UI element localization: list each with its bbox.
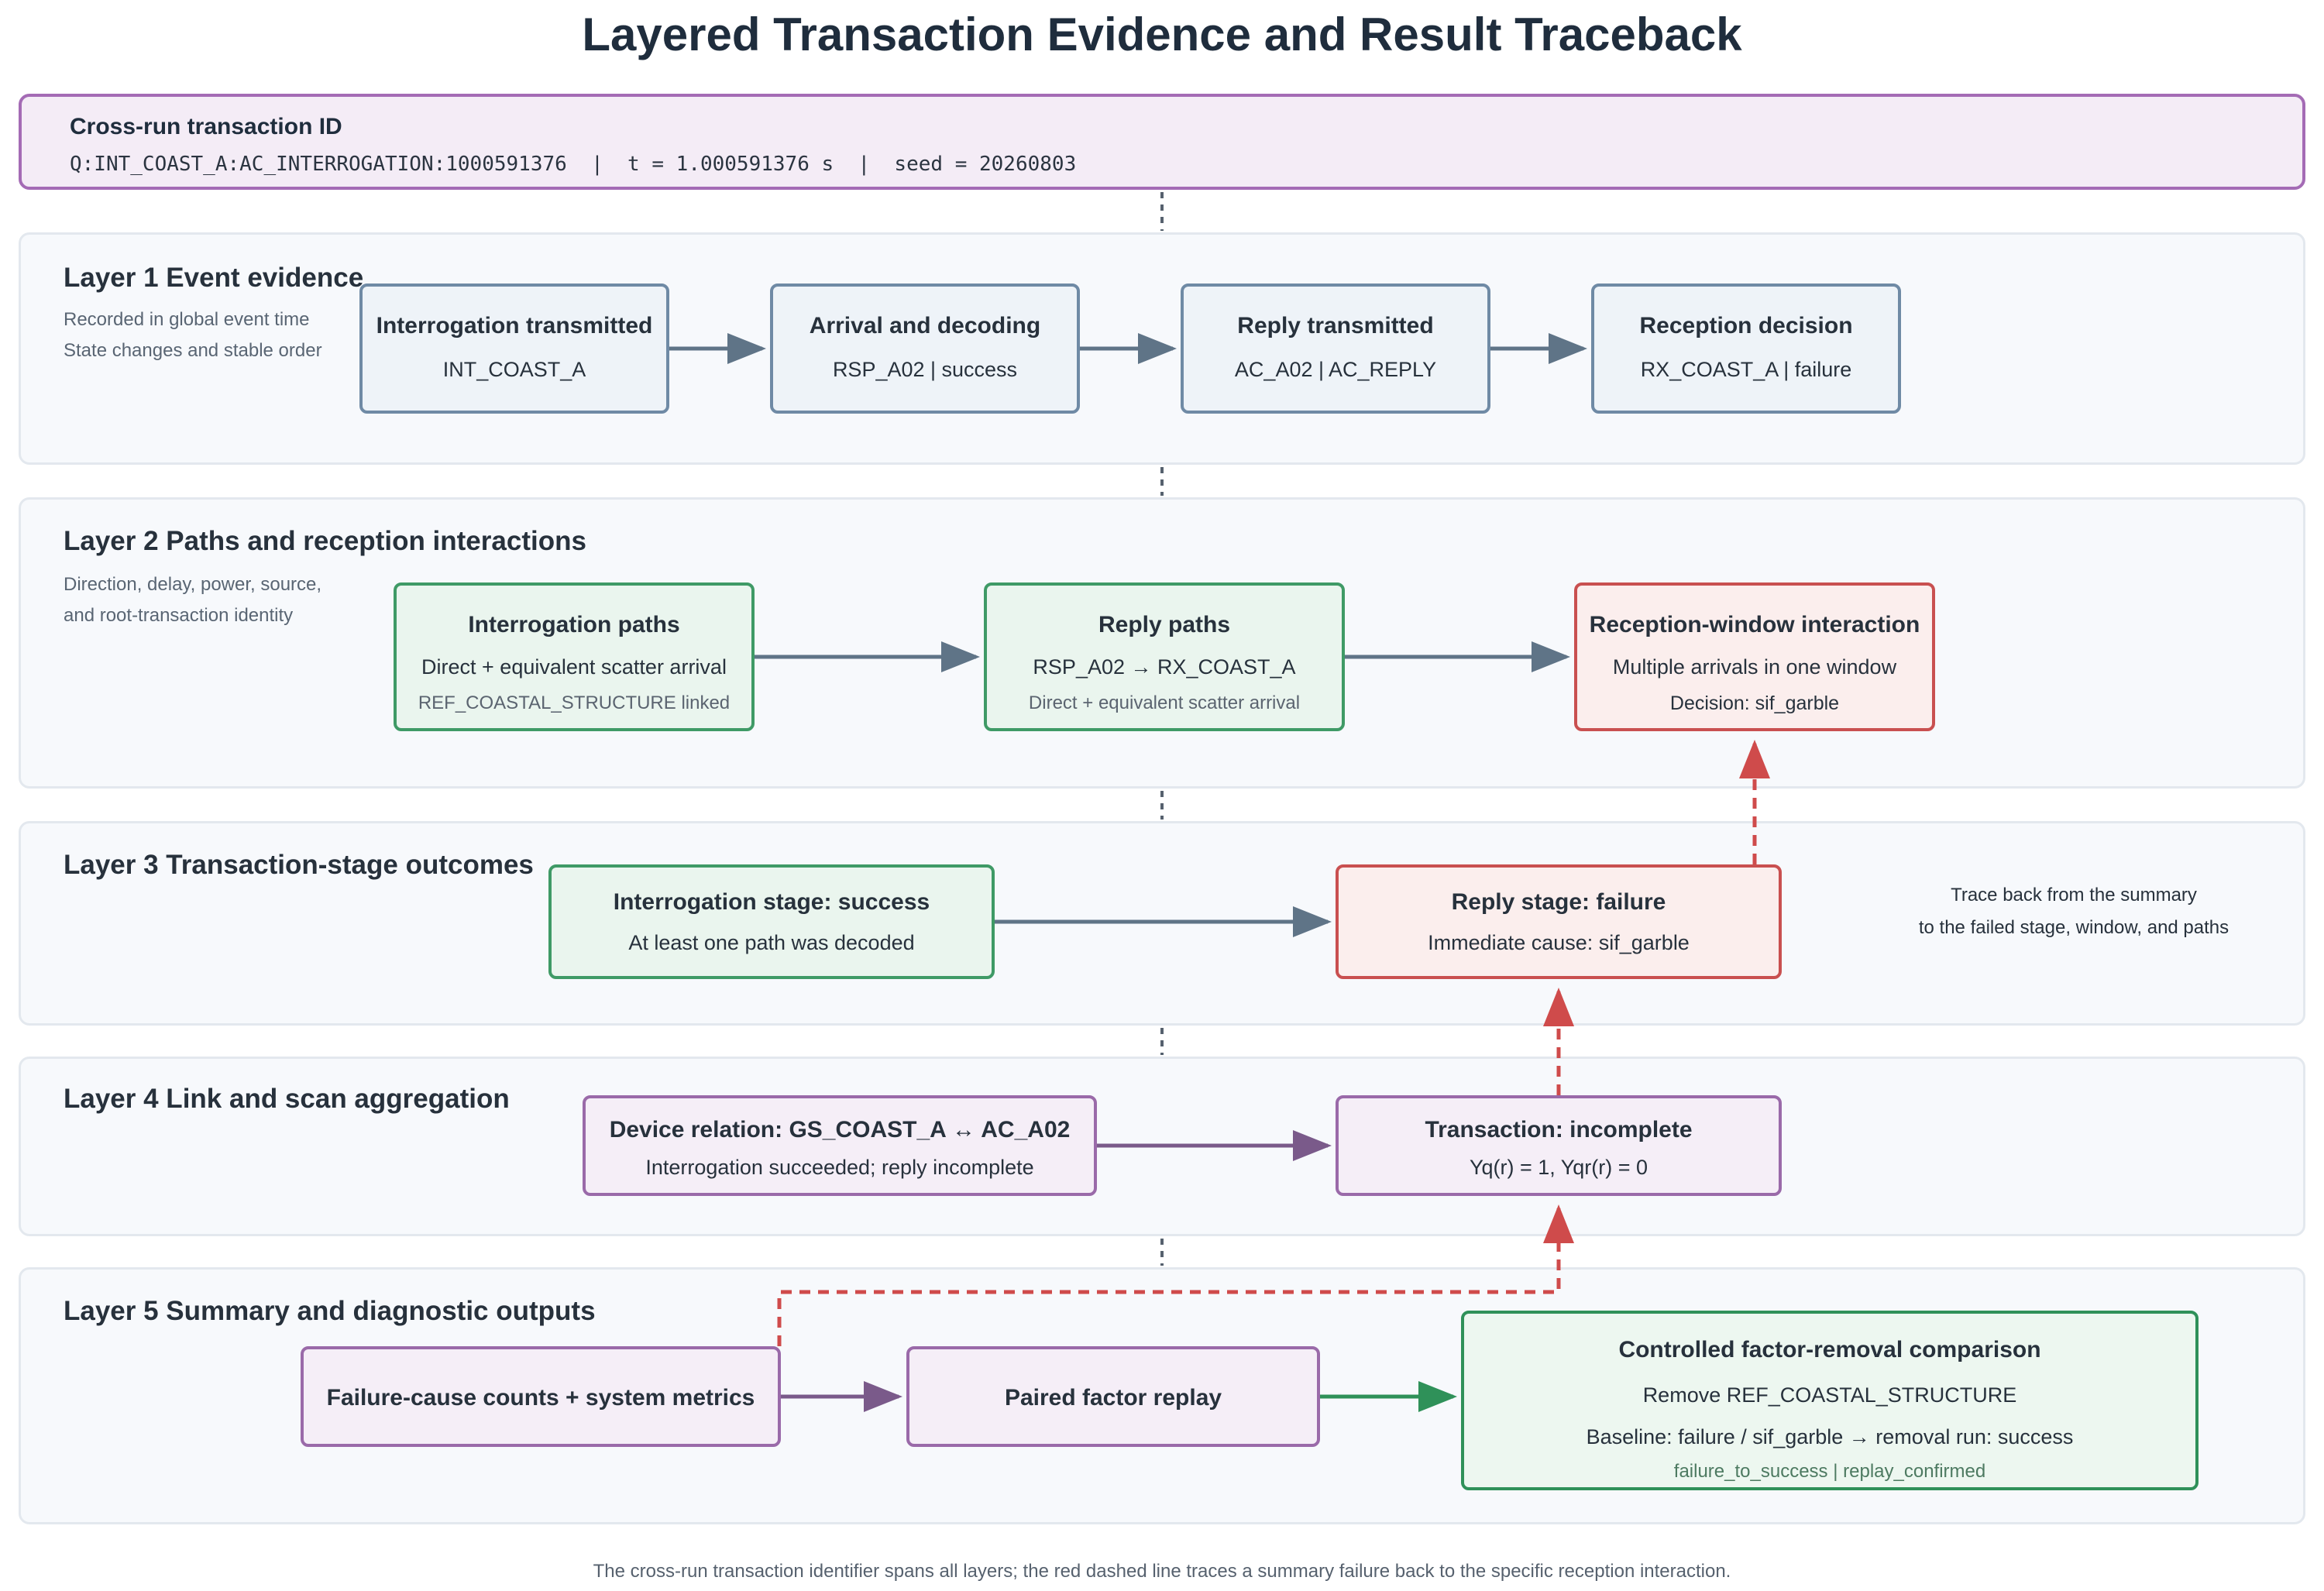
trace-note-line-2: to the failed stage, window, and paths [1918,917,2229,938]
layer-1-subtitle-1: Recorded in global event time [64,309,310,330]
node-subtitle: RSP_A02 | success [832,358,1018,381]
node-meta: failure_to_success | replay_confirmed [1673,1461,1986,1482]
layer-1-subtitle-2: State changes and stable order [64,340,322,361]
node-device-relation: Device relation: GS_COAST_A ↔ AC_A02 Int… [583,1095,1097,1196]
node-subtitle-1: Remove REF_COASTAL_STRUCTURE [1642,1383,2017,1407]
node-title: Reply stage: failure [1451,889,1666,915]
node-transaction-incomplete: Transaction: incomplete Yq(r) = 1, Yqr(r… [1336,1095,1782,1196]
layer-4-title: Layer 4 Link and scan aggregation [64,1084,510,1114]
node-meta: Direct + equivalent scatter arrival [1028,692,1301,713]
node-subtitle: AC_A02 | AC_REPLY [1234,358,1437,381]
node-subtitle: Direct + equivalent scatter arrival [421,655,727,679]
node-interrogation-paths: Interrogation paths Direct + equivalent … [394,582,755,731]
node-subtitle: Immediate cause: sif_garble [1428,931,1690,954]
trace-note-line-1: Trace back from the summary [1951,885,2197,905]
node-title: Interrogation paths [468,612,680,637]
node-interrogation-transmitted: Interrogation transmitted INT_COAST_A [359,283,669,414]
node-title: Reception-window interaction [1589,612,1920,637]
node-title: Transaction: incomplete [1425,1117,1693,1143]
node-subtitle: At least one path was decoded [628,931,915,954]
node-subtitle: RX_COAST_A | failure [1640,358,1852,381]
node-reply-stage: Reply stage: failure Immediate cause: si… [1336,864,1782,979]
node-title: Interrogation stage: success [613,889,930,915]
layer-2-subtitle-1: Direction, delay, power, source, [64,574,322,595]
node-subtitle: Interrogation succeeded; reply incomplet… [645,1156,1034,1179]
transaction-id-box: Cross-run transaction ID Q:INT_COAST_A:A… [19,94,2305,190]
node-arrival-decoding: Arrival and decoding RSP_A02 | success [770,283,1080,414]
node-subtitle-2: Baseline: failure / sif_garble → removal… [1586,1425,2074,1448]
node-meta: REF_COASTAL_STRUCTURE linked [418,692,731,713]
layer-3-title: Layer 3 Transaction-stage outcomes [64,850,534,880]
trace-note: Trace back from the summary to the faile… [1849,879,2298,944]
node-title: Paired factor replay [1004,1385,1222,1411]
footer-caption: The cross-run transaction identifier spa… [593,1561,1731,1582]
node-title: Device relation: GS_COAST_A ↔ AC_A02 [609,1117,1071,1143]
transaction-id-value: Q:INT_COAST_A:AC_INTERROGATION:100059137… [70,153,1077,176]
node-decision: Decision: sif_garble [1669,692,1840,714]
layer-1-title: Layer 1 Event evidence [64,263,364,293]
node-title: Reception decision [1639,313,1853,338]
node-title: Reply paths [1098,612,1231,637]
node-title: Interrogation transmitted [376,313,653,338]
node-reply-paths: Reply paths RSP_A02 → RX_COAST_A Direct … [984,582,1345,731]
node-reply-transmitted: Reply transmitted AC_A02 | AC_REPLY [1181,283,1490,414]
trace-segment-summary-to-transaction [777,1204,1574,1346]
node-subtitle: RSP_A02 → RX_COAST_A [1033,655,1296,679]
transaction-id-label: Cross-run transaction ID [70,114,342,139]
node-interrogation-stage: Interrogation stage: success At least on… [548,864,995,979]
node-subtitle: INT_COAST_A [442,358,586,381]
node-controlled-factor-removal: Controlled factor-removal comparison Rem… [1461,1311,2199,1490]
layer-5-title: Layer 5 Summary and diagnostic outputs [64,1296,596,1326]
diagram-title: Layered Transaction Evidence and Result … [582,9,1742,60]
node-subtitle: Multiple arrivals in one window [1612,655,1897,679]
node-failure-cause-counts: Failure-cause counts + system metrics [301,1346,781,1447]
layer-2-title: Layer 2 Paths and reception interactions [64,526,586,556]
node-subtitle: Yq(r) = 1, Yqr(r) = 0 [1469,1156,1648,1179]
traceback-line [777,740,1770,1346]
node-title: Reply transmitted [1237,313,1434,338]
layer-2-subtitle-2: and root-transaction identity [64,605,294,626]
node-title: Arrival and decoding [809,313,1041,338]
node-paired-factor-replay: Paired factor replay [906,1346,1320,1447]
node-title: Failure-cause counts + system metrics [326,1385,755,1411]
node-reception-window-interaction: Reception-window interaction Multiple ar… [1574,582,1935,731]
node-title: Controlled factor-removal comparison [1618,1337,2041,1362]
node-reception-decision: Reception decision RX_COAST_A | failure [1591,283,1901,414]
